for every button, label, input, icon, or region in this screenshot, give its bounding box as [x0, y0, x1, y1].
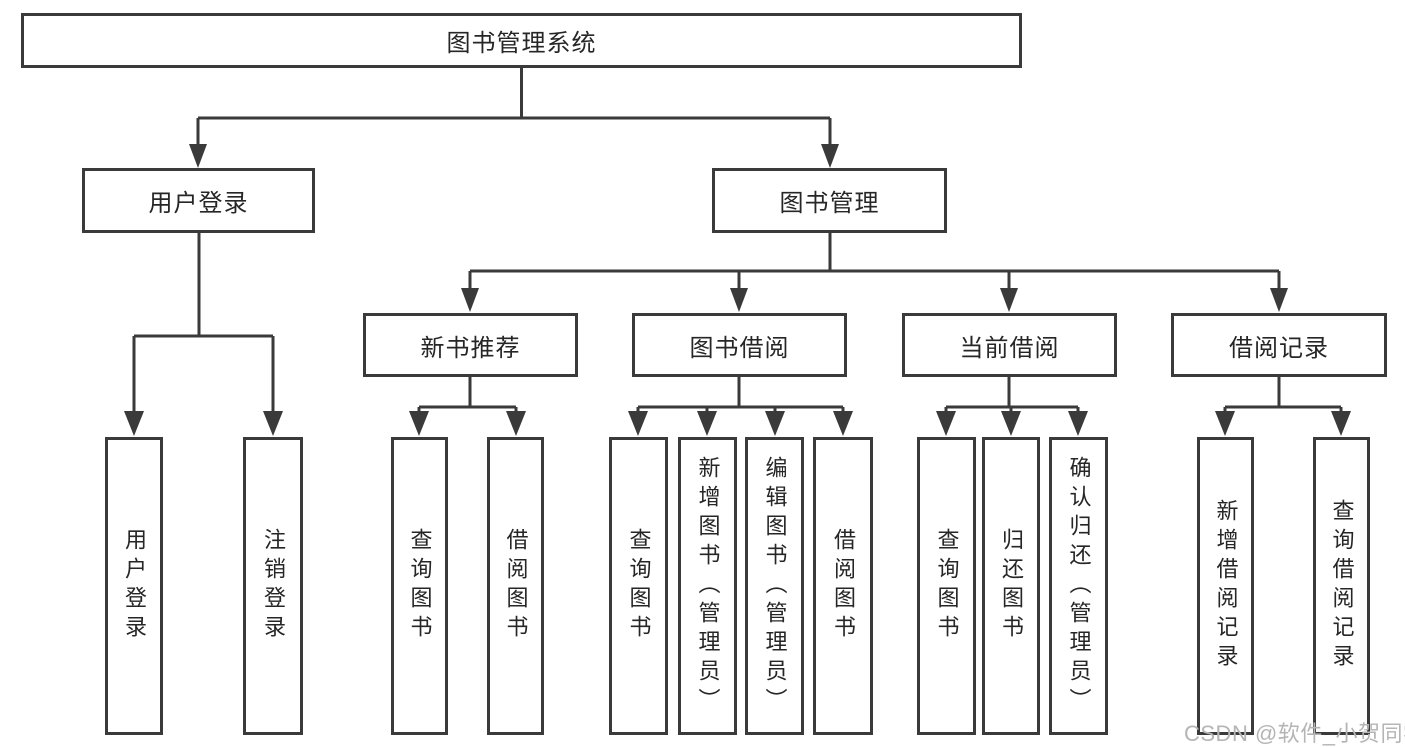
arrow-down-icon: [833, 411, 853, 436]
arrow-down-icon: [821, 144, 839, 168]
arrow-down-icon: [936, 411, 956, 436]
arrow-down-icon: [1000, 288, 1018, 312]
leaf-query-books-current: 查询图书: [917, 437, 976, 735]
arrow-down-icon: [124, 411, 144, 436]
node-new-book-recommend: 新书推荐: [363, 313, 578, 377]
arrow-down-icon: [461, 288, 479, 312]
arrow-down-icon: [697, 411, 717, 436]
borrow-record-branch-line: [1223, 377, 1343, 414]
new-book-branch-line: [417, 377, 518, 414]
leaf-user-login: 用户登录: [105, 437, 163, 735]
arrow-down-icon: [506, 411, 526, 436]
leaf-query-books-recommend: 查询图书: [391, 437, 448, 735]
book-mgmt-branch-line: [468, 233, 1281, 291]
leaf-edit-books-admin: 编辑图书（管理员）: [745, 437, 804, 735]
arrow-down-icon: [189, 144, 207, 168]
arrow-down-icon: [1270, 288, 1288, 312]
arrow-down-icon: [730, 288, 748, 312]
leaf-borrow-books-recommend: 借阅图书: [487, 437, 544, 735]
arrow-down-icon: [1068, 411, 1088, 436]
arrowheads: [124, 144, 1351, 436]
root-branch-line: [196, 68, 832, 147]
arrow-down-icon: [263, 411, 283, 436]
arrow-down-icon: [409, 411, 429, 436]
node-borrow-records: 借阅记录: [1171, 313, 1387, 377]
node-user-login-section: 用户登录: [82, 168, 315, 233]
node-book-mgmt-section: 图书管理: [712, 168, 947, 233]
current-borrow-branch-line: [944, 377, 1080, 414]
node-current-borrowing: 当前借阅: [902, 313, 1117, 377]
arrow-down-icon: [765, 411, 785, 436]
arrow-down-icon: [1215, 411, 1235, 436]
book-borrow-branch-line: [636, 377, 845, 414]
leaf-add-books-admin: 新增图书（管理员）: [678, 437, 737, 735]
leaf-query-books-borrowing: 查询图书: [609, 437, 668, 735]
leaf-return-books: 归还图书: [982, 437, 1040, 735]
leaf-logout-login: 注销登录: [243, 437, 303, 735]
node-book-borrowing: 图书借阅: [632, 313, 847, 377]
leaf-query-borrow-record: 查询借阅记录: [1313, 437, 1370, 735]
leaf-confirm-return-admin: 确认归还（管理员）: [1049, 437, 1108, 735]
arrow-down-icon: [628, 411, 648, 436]
arrow-down-icon: [1331, 411, 1351, 436]
user-login-branch-line: [132, 233, 275, 414]
leaf-borrow-books-borrowing: 借阅图书: [813, 437, 873, 735]
arrow-down-icon: [1001, 411, 1021, 436]
leaf-add-borrow-record: 新增借阅记录: [1197, 437, 1254, 735]
node-root: 图书管理系统: [21, 13, 1022, 68]
csdn-watermark: CSDN @软件_小贺同学: [1184, 721, 1405, 746]
